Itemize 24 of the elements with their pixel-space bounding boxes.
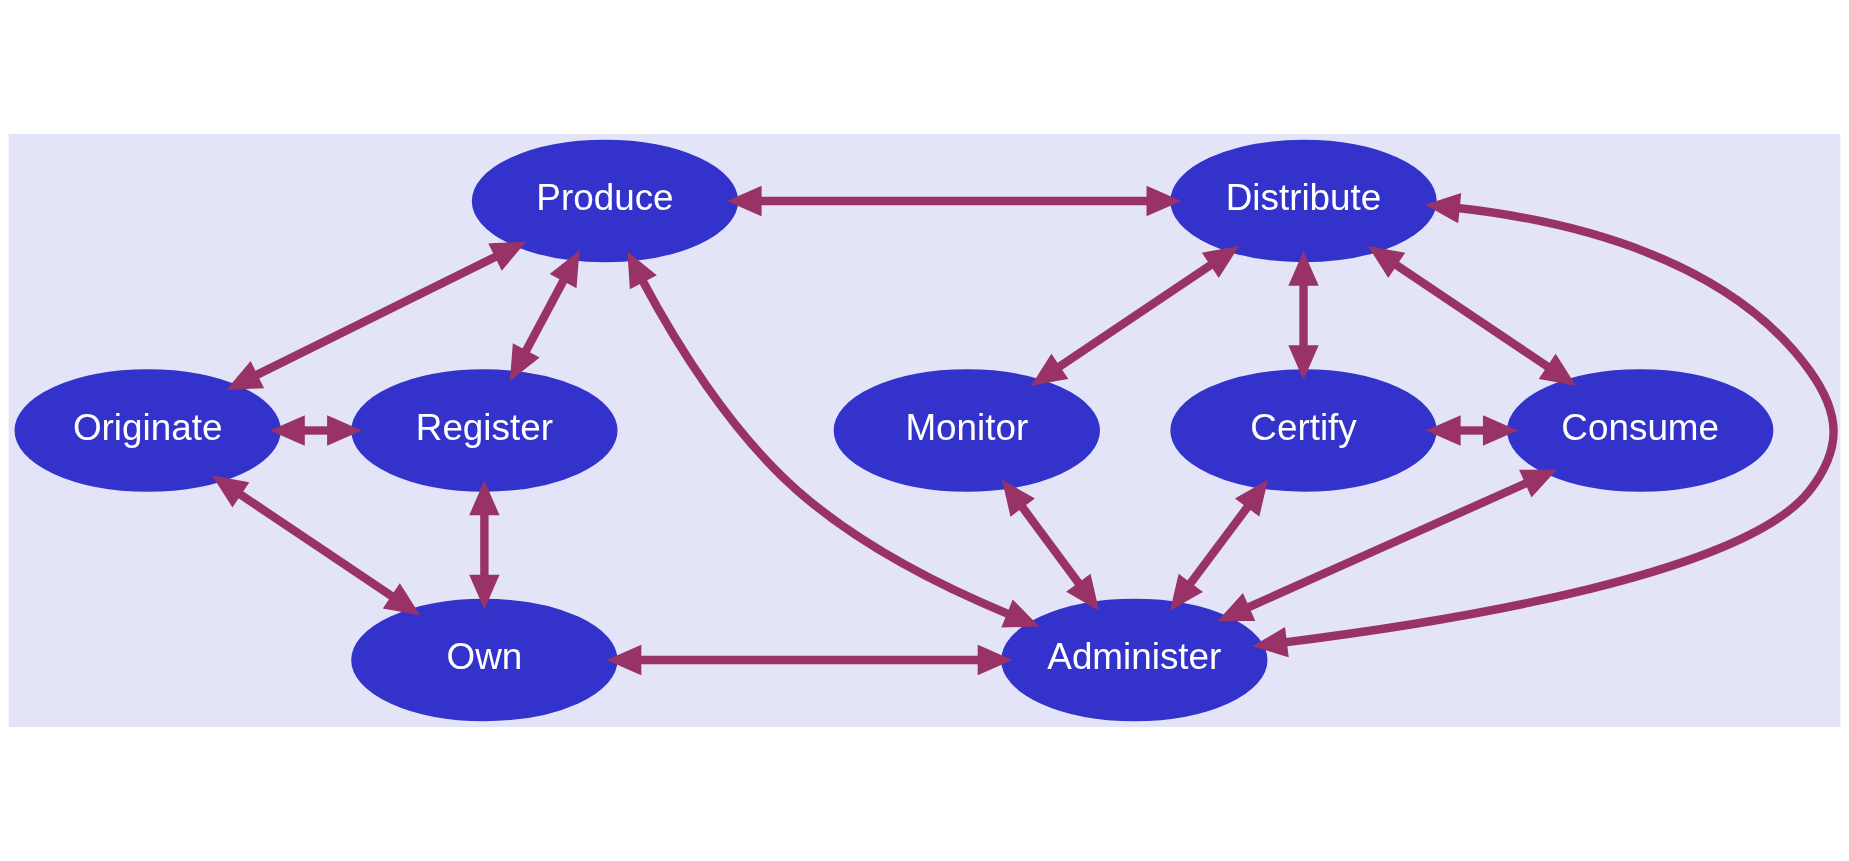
node-ellipse: Monitor xyxy=(833,369,1100,492)
node-ellipse: Originate xyxy=(14,369,281,492)
arrow xyxy=(627,251,1040,628)
arrow xyxy=(1252,193,1838,658)
node-ellipse: Register xyxy=(351,369,618,492)
arrow xyxy=(509,250,580,381)
node-ellipse: Produce xyxy=(471,139,739,263)
arrow xyxy=(1367,245,1576,386)
arrow xyxy=(1425,415,1518,446)
node-ellipse: Own xyxy=(351,598,618,722)
node-ellipse: Consume xyxy=(1507,369,1774,492)
arrow xyxy=(212,475,421,616)
arrow xyxy=(469,480,500,610)
arrow xyxy=(1031,245,1240,386)
arrow xyxy=(1002,479,1100,611)
node-ellipse: Certify xyxy=(1170,369,1437,492)
arrow xyxy=(606,644,1013,676)
arrow xyxy=(1217,469,1557,622)
arrow xyxy=(1288,251,1319,380)
arrow xyxy=(726,185,1182,217)
arrow xyxy=(1170,479,1268,611)
arrow xyxy=(270,415,362,446)
arrow xyxy=(226,241,527,390)
node-ellipse: Distribute xyxy=(1170,139,1437,263)
